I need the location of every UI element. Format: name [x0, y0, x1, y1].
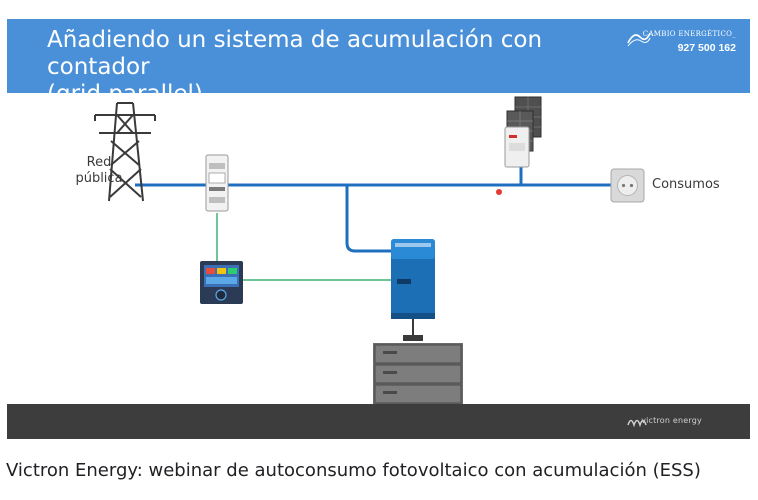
ac-branch-line	[345, 185, 391, 253]
video-title[interactable]: Victron Energy: webinar de autoconsumo f…	[6, 460, 701, 481]
victron-logo-icon	[627, 419, 647, 427]
grid-label: Red pública	[75, 155, 123, 186]
energy-meter-icon	[205, 154, 229, 212]
brand-phone: 927 500 162	[677, 42, 736, 54]
system-diagram: Red pública Consumos	[7, 93, 750, 404]
power-pylon-icon	[94, 102, 156, 202]
brand-block: CAMBIO ENERGÉTICO_ 927 500 162	[626, 29, 736, 65]
solar-pv-icon	[504, 96, 542, 168]
cambio-energetico-logo-icon	[627, 32, 651, 47]
webinar-slide[interactable]: Añadiendo un sistema de acumulación con …	[7, 19, 750, 439]
inverter-charger-icon	[391, 239, 435, 319]
brand-name: CAMBIO ENERGÉTICO_	[642, 30, 736, 38]
slide-title: Añadiendo un sistema de acumulación con …	[47, 27, 543, 107]
gx-control-device-icon	[200, 261, 243, 304]
wall-socket-icon	[610, 168, 645, 203]
battery-stack-icon	[373, 343, 463, 404]
cursor-dot	[496, 189, 502, 195]
slide-header: Añadiendo un sistema de acumulación con …	[7, 19, 750, 107]
loads-label: Consumos	[652, 177, 720, 192]
victron-brand-text: victron energy	[641, 416, 702, 425]
slide-footer: victron energy	[7, 404, 750, 439]
